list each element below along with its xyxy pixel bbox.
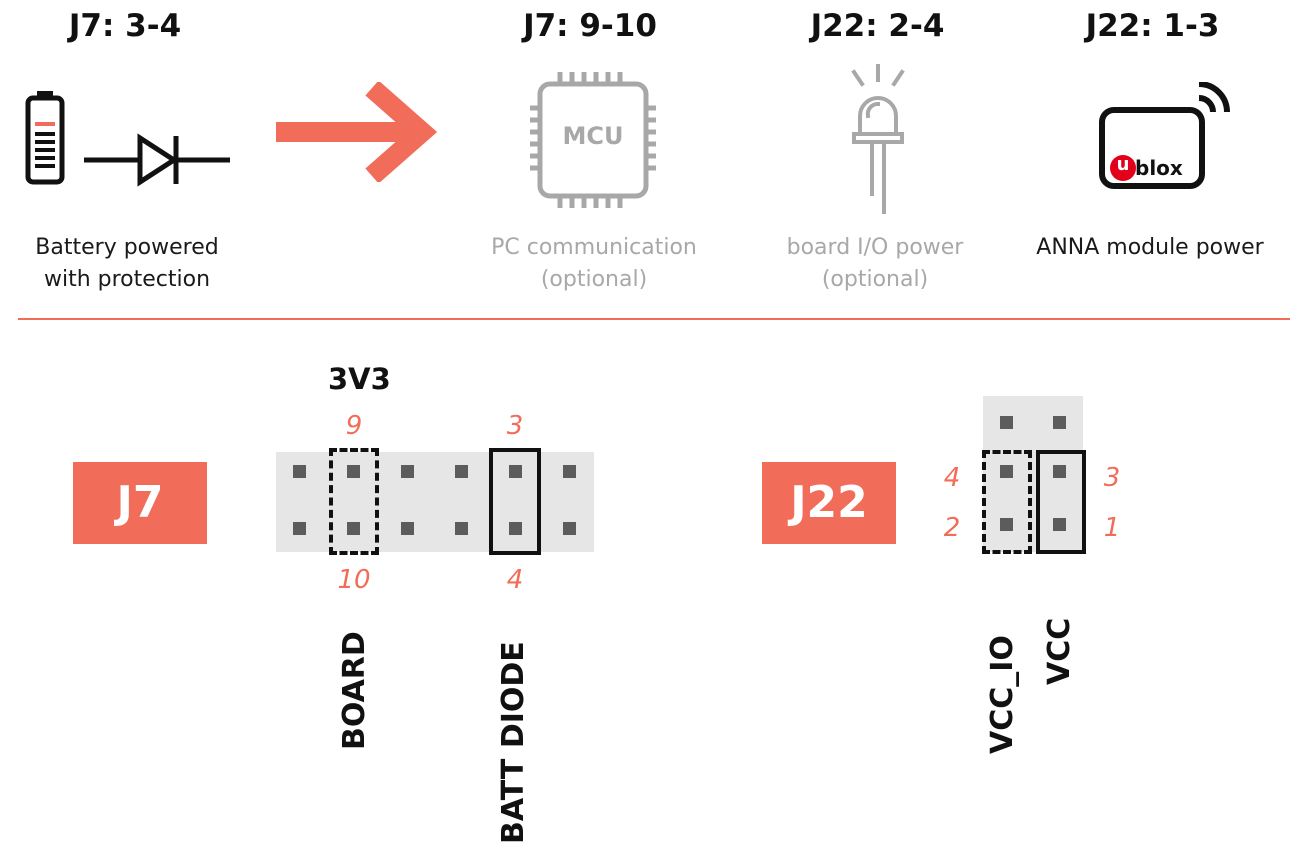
led-icon bbox=[851, 64, 905, 214]
j7-label: J7 bbox=[73, 462, 207, 544]
j7-header-strip bbox=[276, 452, 594, 552]
j22-pin bbox=[1053, 465, 1066, 478]
arrow-right-icon bbox=[276, 82, 438, 182]
j7-jumper-3-4 bbox=[489, 448, 541, 555]
j7-pin-number-4: 4 bbox=[506, 565, 524, 595]
j7-pin bbox=[563, 522, 576, 535]
j7-pin bbox=[509, 522, 522, 535]
j7-pin bbox=[401, 465, 414, 478]
ublox-module-icon: u blox bbox=[1097, 82, 1237, 192]
j22-label: J22 bbox=[762, 462, 896, 544]
header-j7-9-10: J7: 9-10 bbox=[523, 8, 657, 44]
j22-label-vcc-io: VCC_IO bbox=[985, 635, 1020, 754]
j7-pin bbox=[293, 522, 306, 535]
j7-pin bbox=[509, 465, 522, 478]
j7-pin bbox=[347, 465, 360, 478]
ublox-u-glyph: u bbox=[1116, 154, 1130, 175]
diode-icon bbox=[84, 133, 230, 187]
section-divider bbox=[18, 318, 1290, 320]
caption-pc-line2: (optional) bbox=[540, 267, 648, 292]
j7-pin bbox=[293, 465, 306, 478]
caption-anna: ANNA module power bbox=[1036, 235, 1264, 260]
j7-pin bbox=[347, 522, 360, 535]
caption-pc: PC communication (optional) bbox=[460, 232, 728, 296]
mcu-label: MCU bbox=[562, 122, 624, 150]
j7-jumper-9-10 bbox=[329, 448, 379, 555]
header-j22-1-3: J22: 1-3 bbox=[1085, 8, 1220, 44]
caption-battery-line2: with protection bbox=[43, 267, 211, 292]
j7-pin-number-9: 9 bbox=[345, 411, 363, 441]
j22-header-strip bbox=[983, 452, 1083, 552]
caption-board: board I/O power (optional) bbox=[760, 232, 990, 296]
j22-pin bbox=[1053, 518, 1066, 531]
j7-pin bbox=[563, 465, 576, 478]
caption-board-line1: board I/O power bbox=[786, 235, 964, 260]
j22-pin bbox=[1053, 416, 1066, 429]
j22-label-vcc: VCC bbox=[1042, 617, 1077, 685]
ublox-text: blox bbox=[1135, 156, 1183, 180]
caption-board-line2: (optional) bbox=[821, 267, 929, 292]
j7-pin bbox=[401, 522, 414, 535]
caption-battery: Battery powered with protection bbox=[12, 232, 242, 296]
j7-pin bbox=[455, 522, 468, 535]
j22-pin-number-3: 3 bbox=[1103, 463, 1121, 493]
j22-pin-number-4: 4 bbox=[943, 463, 961, 493]
header-j7-3-4: J7: 3-4 bbox=[68, 8, 182, 44]
j22-pin-number-2: 2 bbox=[943, 513, 961, 543]
j22-pin bbox=[1000, 416, 1013, 429]
j22-pin-number-1: 1 bbox=[1103, 513, 1121, 543]
battery-icon bbox=[25, 91, 65, 185]
j22-jumper-2-4 bbox=[982, 450, 1032, 554]
caption-battery-line1: Battery powered bbox=[35, 235, 219, 260]
j22-pin bbox=[1000, 518, 1013, 531]
j7-pin bbox=[455, 465, 468, 478]
j7-pin-number-3: 3 bbox=[506, 411, 524, 441]
j7-label-board: BOARD bbox=[337, 631, 372, 750]
j22-header-strip-top bbox=[983, 396, 1083, 456]
j7-label-batt-diode: BATT DIODE bbox=[496, 641, 531, 844]
j7-3v3-title: 3V3 bbox=[328, 362, 391, 396]
j22-jumper-1-3 bbox=[1036, 450, 1086, 554]
caption-pc-line1: PC communication bbox=[491, 235, 697, 260]
j22-pin bbox=[1000, 465, 1013, 478]
j7-pin-number-10: 10 bbox=[337, 565, 371, 595]
header-j22-2-4: J22: 2-4 bbox=[810, 8, 945, 44]
mcu-chip-icon: MCU bbox=[528, 70, 660, 210]
